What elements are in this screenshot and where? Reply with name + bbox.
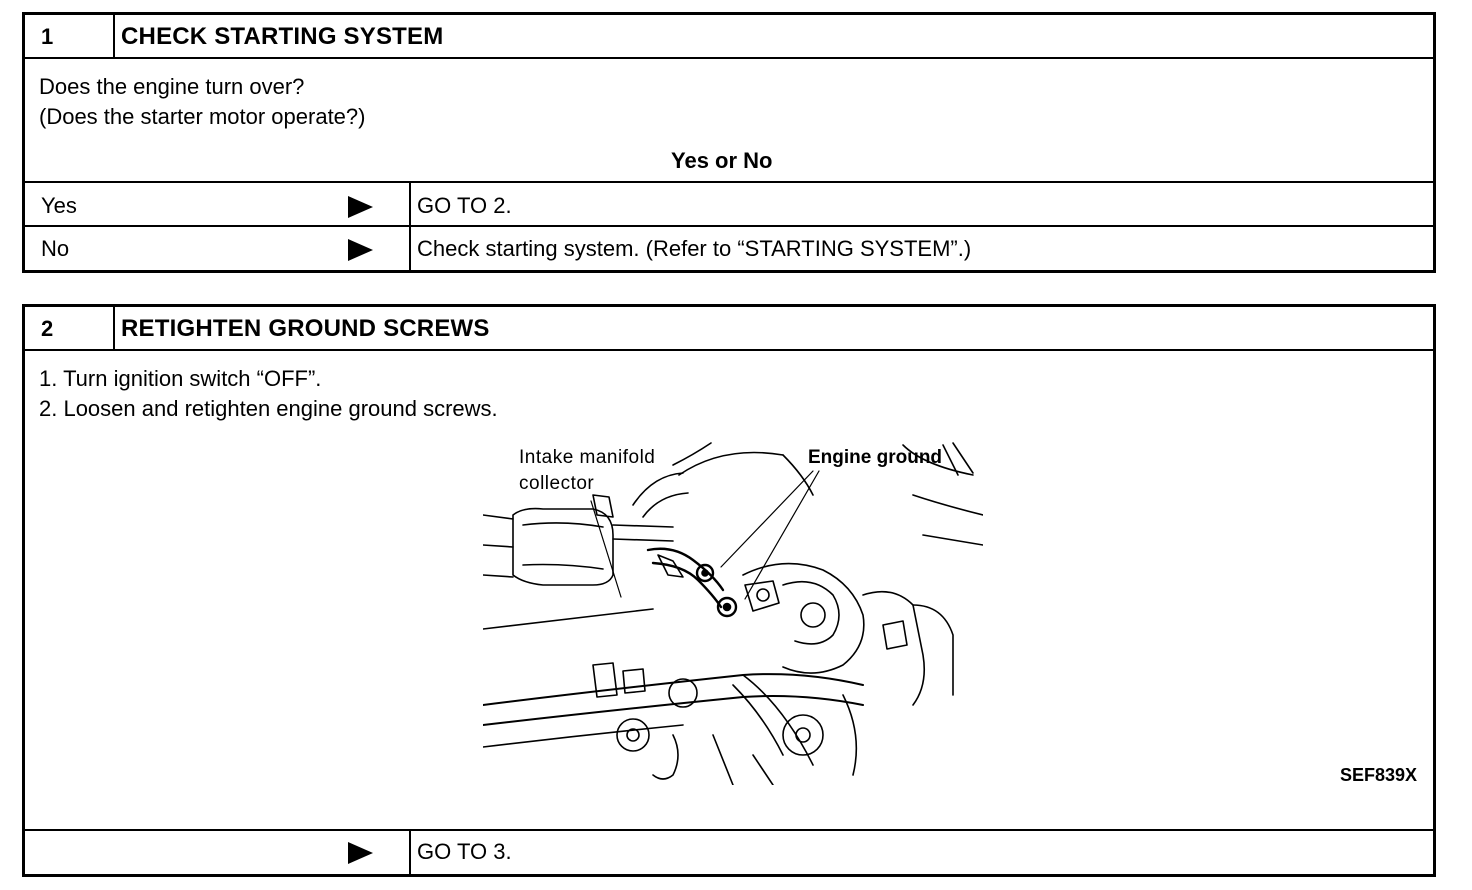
step-1-question-line-1: Does the engine turn over? bbox=[39, 74, 305, 99]
instruction-1: 1. Turn ignition switch “OFF”. bbox=[39, 366, 322, 391]
step-1-header: 1 CHECK STARTING SYSTEM bbox=[25, 15, 1433, 59]
step-2-title: RETIGHTEN GROUND SCREWS bbox=[121, 315, 490, 342]
step-2-next-action: GO TO 3. bbox=[417, 839, 512, 864]
figure-code: SEF839X bbox=[1339, 765, 1417, 785]
step-2-number-cell: 2 bbox=[25, 307, 115, 349]
step-2-header: 2 RETIGHTEN GROUND SCREWS bbox=[25, 307, 1433, 351]
figure-label-intake-line-1: Intake manifold bbox=[519, 447, 656, 468]
divider bbox=[25, 225, 1433, 227]
divider bbox=[25, 829, 1433, 831]
column-divider bbox=[409, 829, 411, 874]
step-1-number-cell: 1 bbox=[25, 15, 115, 57]
answer-no-label: No bbox=[41, 236, 70, 261]
step-1-box: 1 CHECK STARTING SYSTEM Does the engine … bbox=[22, 12, 1436, 273]
step-1-number: 1 bbox=[41, 24, 54, 49]
step-1-title: CHECK STARTING SYSTEM bbox=[121, 23, 444, 50]
answer-yes-label: Yes bbox=[41, 193, 77, 218]
step-1-question-line-2: (Does the starter motor operate?) bbox=[39, 104, 366, 129]
arrow-right-icon bbox=[348, 842, 373, 864]
engine-bay-illustration bbox=[483, 442, 983, 785]
engine-ground-figure: Intake manifold collector Engine ground bbox=[483, 435, 983, 785]
figure-label-engine-ground: Engine ground bbox=[808, 447, 943, 468]
instruction-2: 2. Loosen and retighten engine ground sc… bbox=[39, 396, 498, 421]
arrow-right-icon bbox=[348, 239, 373, 261]
answer-yes-action: GO TO 2. bbox=[417, 193, 512, 218]
column-divider bbox=[409, 181, 411, 273]
answer-no-action: Check starting system. (Refer to “STARTI… bbox=[417, 236, 972, 261]
step-1-answer-header: Yes or No bbox=[671, 148, 773, 173]
step-2-box: 2 RETIGHTEN GROUND SCREWS 1. Turn igniti… bbox=[22, 304, 1436, 877]
figure-label-intake-line-2: collector bbox=[519, 473, 595, 494]
step-2-number: 2 bbox=[41, 316, 54, 341]
arrow-right-icon bbox=[348, 196, 373, 218]
divider bbox=[25, 181, 1433, 183]
